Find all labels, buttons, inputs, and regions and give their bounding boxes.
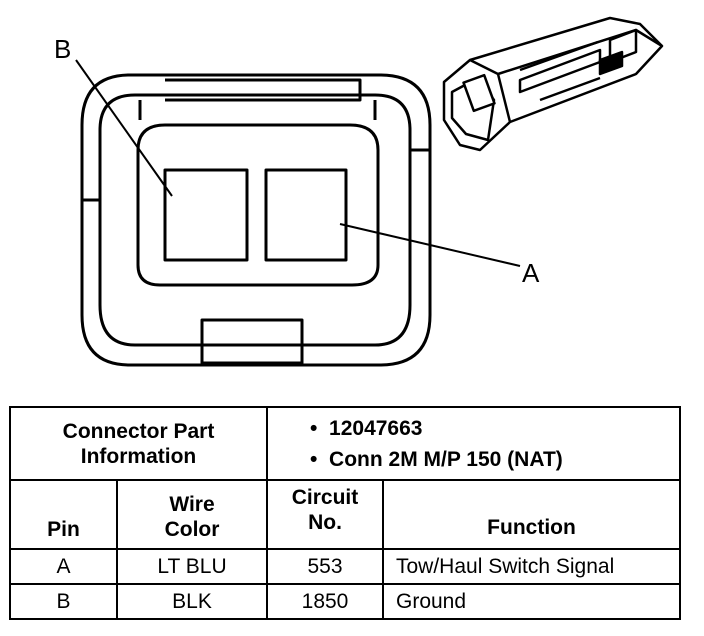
connector-desc-line: • Conn 2M M/P 150 (NAT) <box>310 447 563 471</box>
col-header-circuit-line2: No. <box>308 511 342 534</box>
connector-inner-shell <box>98 93 412 347</box>
wire-color-cell: BLK <box>116 583 268 620</box>
column-header-row: Pin Wire Color Circuit No. Function <box>9 479 681 550</box>
function-cell: Ground <box>382 583 681 620</box>
connector-latch-bottom <box>200 318 304 365</box>
pin-label-a: A <box>522 258 540 288</box>
connector-diagram: B A <box>54 16 664 367</box>
col-header-function: Function <box>382 479 681 550</box>
part-info-label-line1: Connector Part <box>62 419 215 443</box>
part-info-label-line2: Information <box>80 444 197 468</box>
part-number: 12047663 <box>329 416 423 440</box>
col-header-wire-color-line2: Color <box>164 518 220 541</box>
terminal-cavity-b <box>163 168 249 262</box>
connector-perspective-view <box>442 16 664 152</box>
col-header-wire-color: Wire Color <box>116 479 268 550</box>
connector-outer-shell <box>80 73 432 367</box>
table-row: A LT BLU 553 Tow/Haul Switch Signal <box>9 548 681 585</box>
pin-cell: A <box>9 548 118 585</box>
callout-line-a <box>339 223 521 267</box>
col-header-wire-color-line1: Wire <box>169 493 215 516</box>
col-header-circuit-no: Circuit No. <box>266 479 384 550</box>
part-number-line: • 12047663 <box>310 416 423 440</box>
function-cell: Tow/Haul Switch Signal <box>382 548 681 585</box>
pin-label-b: B <box>54 34 71 64</box>
col-header-pin: Pin <box>9 479 118 550</box>
connector-description: Conn 2M M/P 150 (NAT) <box>329 447 563 471</box>
connector-face <box>80 73 432 367</box>
terminal-cavity-a <box>264 168 348 262</box>
table-row: B BLK 1850 Ground <box>9 583 681 620</box>
circuit-no-cell: 1850 <box>266 583 384 620</box>
col-header-circuit-line1: Circuit <box>291 486 359 509</box>
part-info-values: • 12047663 • Conn 2M M/P 150 (NAT) <box>266 406 681 481</box>
callout-line-b <box>75 59 173 197</box>
connector-info-table: Connector Part Information • 12047663 • … <box>9 406 681 620</box>
connector-cavity-shroud <box>136 123 380 287</box>
wire-color-cell: LT BLU <box>116 548 268 585</box>
pin-cell: B <box>9 583 118 620</box>
circuit-no-cell: 553 <box>266 548 384 585</box>
part-info-row: Connector Part Information • 12047663 • … <box>9 406 681 481</box>
connector-latch-top <box>165 78 362 102</box>
part-info-label: Connector Part Information <box>9 406 268 481</box>
